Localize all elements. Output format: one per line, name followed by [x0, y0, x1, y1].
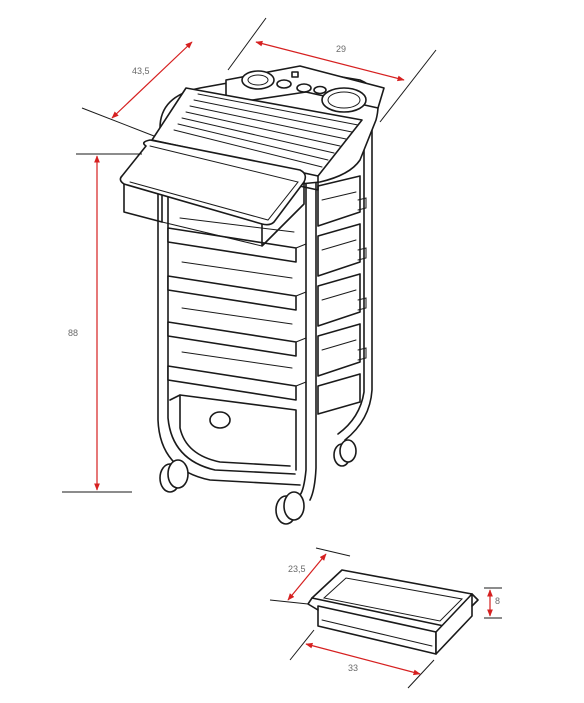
- label-tray-width: 33: [348, 663, 358, 673]
- top-tray-assembly: [151, 65, 385, 191]
- dim-line-depth: [111, 41, 193, 119]
- dim-line-width: [255, 40, 405, 82]
- pull-out-shelf: [119, 139, 307, 247]
- dim-line-tray-depth: [287, 553, 327, 601]
- holder-small-2: [296, 83, 312, 93]
- dimension-labels: 43,5 29 88 23,5 8 33: [68, 44, 500, 673]
- holder-small-1: [276, 79, 292, 89]
- label-width: 29: [336, 44, 346, 54]
- frame-right-tube: [299, 181, 307, 496]
- bottom-knob: [209, 411, 231, 429]
- label-height: 88: [68, 328, 78, 338]
- dim-line-tray-width: [305, 642, 421, 676]
- extension-lines: [62, 17, 502, 689]
- frame-left-tube: [157, 111, 301, 486]
- label-tray-depth: 23,5: [288, 564, 306, 574]
- holder-large-left: [241, 70, 275, 90]
- dimension-lines: [94, 40, 493, 676]
- front-drawers: [167, 217, 307, 401]
- side-drawer-fronts: [317, 175, 367, 415]
- trolley: [119, 65, 385, 525]
- removable-tray: [307, 569, 479, 655]
- holder-small-3: [313, 85, 327, 95]
- casters: [159, 439, 357, 525]
- label-tray-height: 8: [495, 596, 500, 606]
- frame-back-tube: [344, 129, 373, 441]
- label-depth: 43,5: [132, 66, 150, 76]
